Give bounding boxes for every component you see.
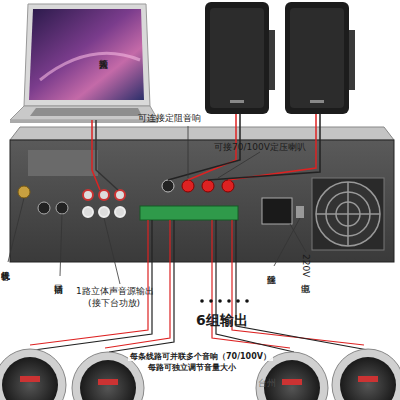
speaker-rim — [0, 349, 66, 400]
fan-grille — [316, 182, 380, 246]
watermark: 台州 — [258, 378, 276, 388]
rca-jack — [83, 190, 93, 200]
rca-jack — [115, 190, 125, 200]
speaker-grille — [290, 8, 344, 108]
fan-housing — [312, 178, 384, 250]
audio-cable — [96, 120, 118, 190]
laptop-base — [10, 106, 158, 120]
speaker-logo — [20, 376, 40, 382]
speaker-logo — [98, 379, 118, 385]
fuse-holder — [296, 206, 304, 218]
speaker-cone — [340, 357, 396, 400]
laptop-lid — [24, 4, 150, 106]
rca-jack — [115, 207, 125, 217]
callout-label: (接下台功放) — [88, 298, 140, 308]
leader-line — [188, 126, 189, 178]
amp-rear-panel — [10, 140, 394, 262]
amplifier — [10, 127, 394, 262]
leader-line — [218, 152, 260, 178]
ceiling-speaker — [0, 349, 66, 400]
output-wire — [34, 220, 152, 350]
speaker-cabinet — [205, 2, 269, 114]
screen-glow — [40, 53, 140, 80]
leader-line — [104, 218, 120, 284]
leader-line — [290, 224, 306, 252]
mic-jack — [38, 202, 50, 214]
output-wire — [105, 220, 170, 348]
output-wire — [236, 220, 368, 350]
leader-lines — [8, 126, 306, 284]
dot — [227, 299, 231, 303]
rca-jack — [99, 207, 109, 217]
speaker-bracket — [269, 30, 275, 90]
dot — [218, 299, 222, 303]
callout-label: 可接70/100V定压喇叭 — [214, 142, 306, 152]
power-socket — [262, 198, 292, 224]
speaker-terminal — [182, 180, 194, 192]
terminal-block — [140, 206, 238, 220]
note-text: 每条线路可并联多个音响（70/100V） — [128, 352, 273, 361]
antenna-connector — [18, 186, 30, 198]
mic-jack — [56, 202, 68, 214]
laptop-keyboard — [30, 108, 142, 116]
speaker-logo — [230, 100, 244, 103]
speaker-rim — [332, 349, 400, 400]
speaker-logo — [282, 379, 302, 385]
fan-grille — [316, 182, 380, 246]
speaker-wire — [208, 114, 320, 180]
speaker-bracket — [349, 30, 355, 90]
leader-line — [8, 198, 24, 262]
speaker-cone — [2, 357, 58, 400]
dot — [245, 299, 249, 303]
wall-speaker — [285, 2, 355, 114]
output-dots — [200, 299, 249, 303]
wall-speaker — [205, 2, 275, 114]
laptop — [10, 4, 158, 123]
callout-label: 可连接定阻音响 — [138, 113, 201, 123]
output-wire — [232, 220, 364, 345]
spec-plate — [28, 150, 98, 176]
dot — [236, 299, 240, 303]
dot — [200, 299, 204, 303]
speaker-terminal — [202, 180, 214, 192]
leader-line — [60, 214, 62, 276]
rca-jack — [99, 190, 109, 200]
callout-label: 1路立体声音源输出 — [76, 286, 154, 296]
section-label: 6组输出 — [196, 312, 248, 328]
note-text: 每路可独立调节音量大小 — [146, 363, 238, 372]
output-wire — [30, 220, 148, 345]
rca-jack — [83, 207, 93, 217]
wires — [30, 114, 368, 352]
speaker-cone — [80, 360, 136, 400]
dot — [209, 299, 213, 303]
laptop-edge — [10, 120, 158, 123]
speaker-grille — [210, 8, 264, 108]
speaker-logo — [310, 100, 324, 103]
amp-top — [10, 127, 394, 140]
leader-line — [274, 218, 300, 266]
ceiling-speaker — [332, 349, 400, 400]
speaker-cabinet — [285, 2, 349, 114]
speaker-terminal — [222, 180, 234, 192]
speaker-terminal — [162, 180, 174, 192]
speaker-logo — [358, 376, 378, 382]
laptop-screen — [29, 9, 144, 100]
callout-label: 220V电源 — [301, 254, 311, 277]
